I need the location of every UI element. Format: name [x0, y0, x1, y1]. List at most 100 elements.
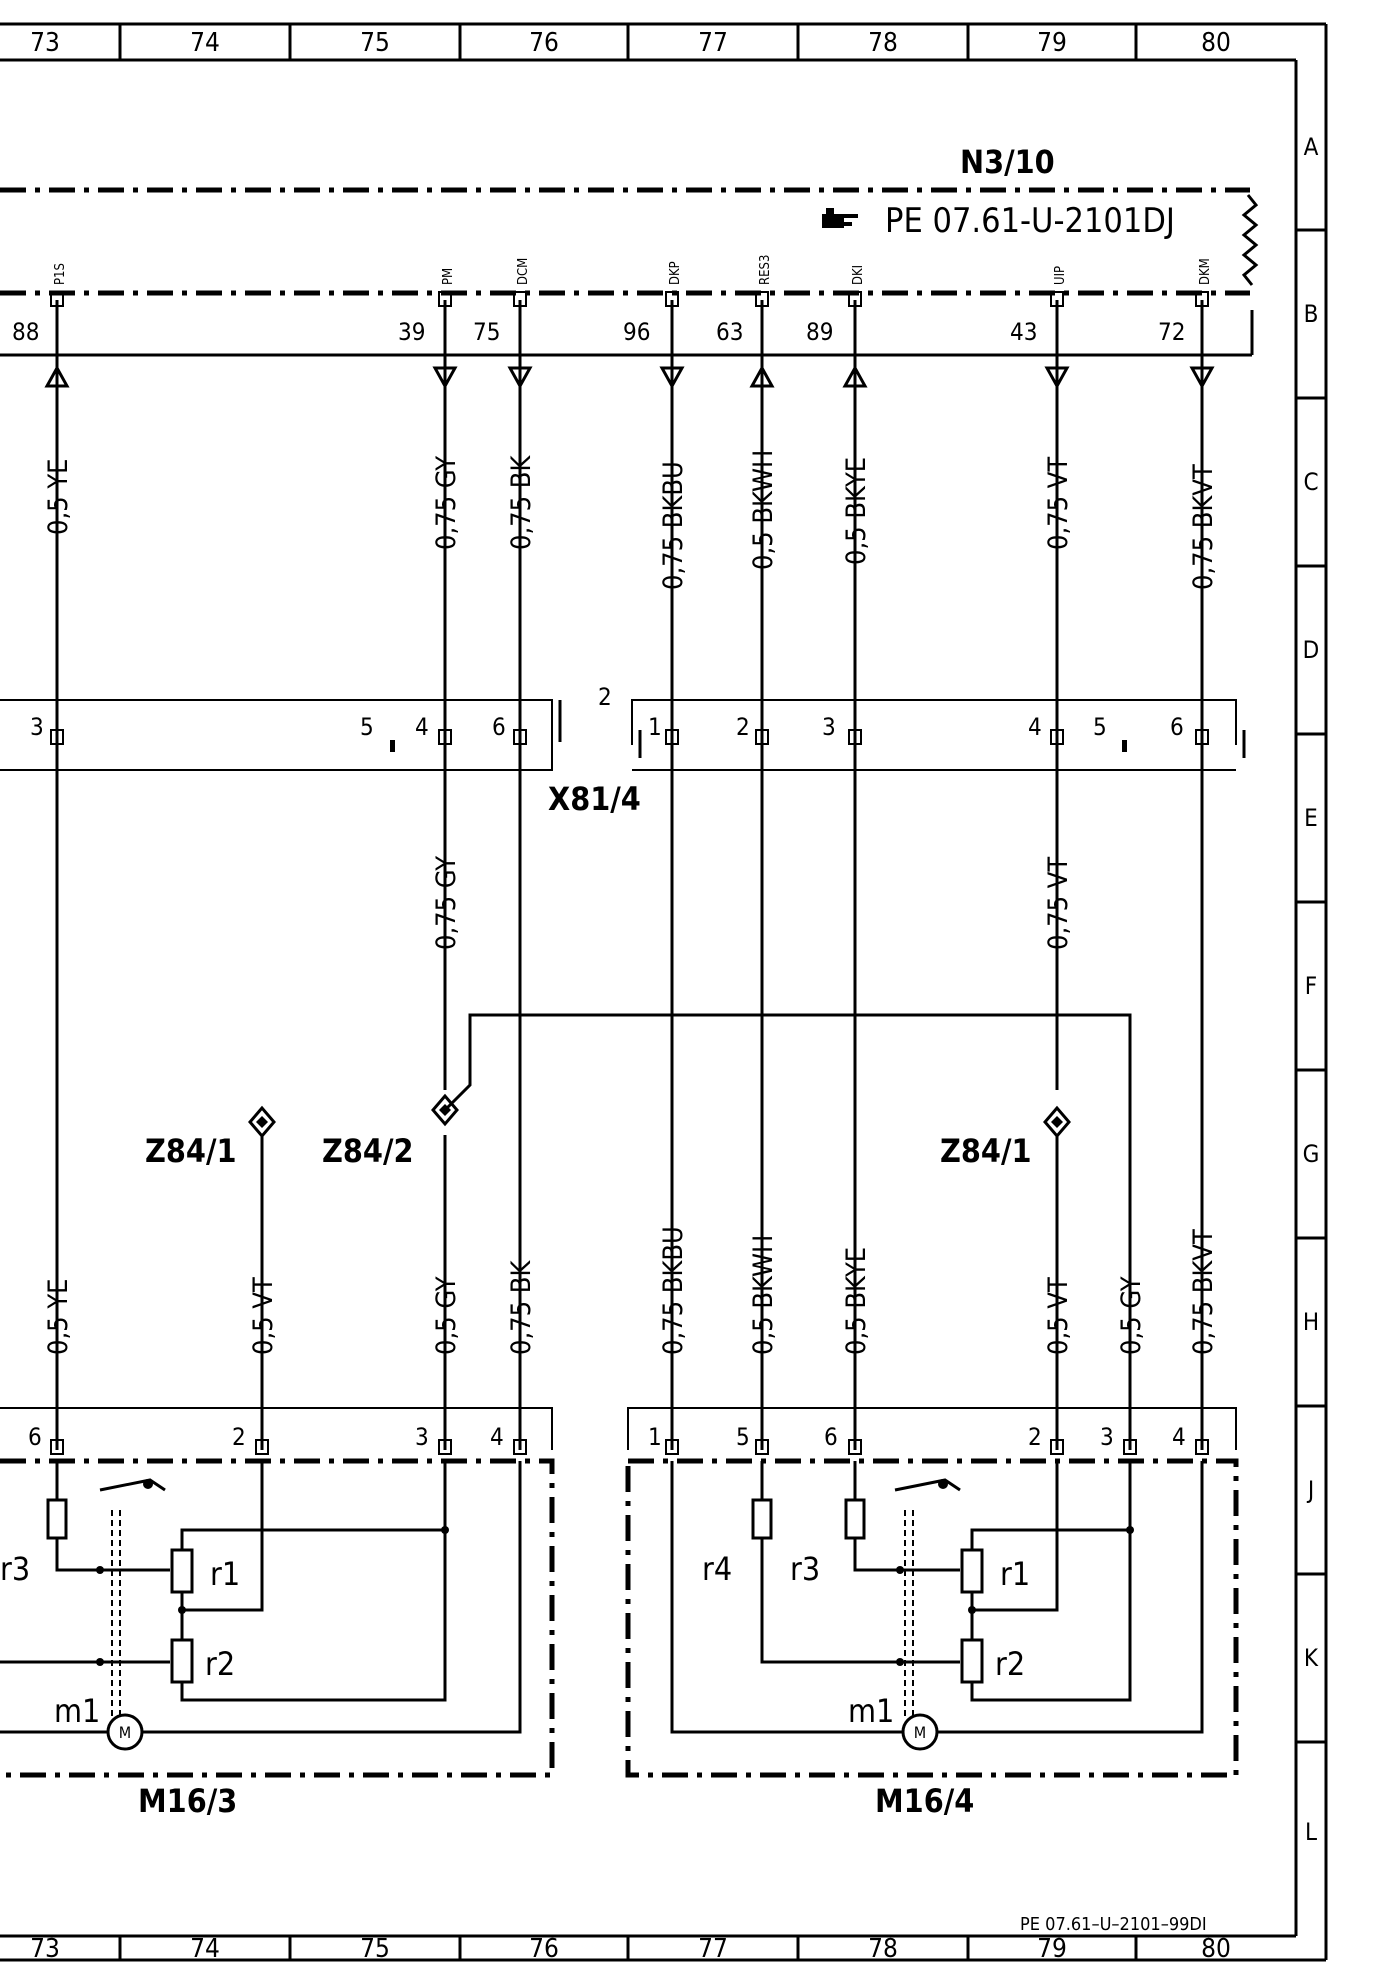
- pin-signal: RES3: [758, 255, 773, 285]
- col-label: 75: [360, 28, 390, 58]
- col-label: 76: [529, 28, 559, 58]
- wire-label: 0,5 YE: [43, 458, 74, 535]
- header-pin: 88 P1S: [12, 263, 70, 388]
- upper-wire-labels: 0,5 YE 0,75 GY 0,75 BK 0,75 BKBU 0,5 BKW…: [43, 450, 1219, 590]
- pin-number: 63: [716, 318, 743, 346]
- pin-number: 75: [473, 318, 500, 346]
- lower-wire-labels: 0,5 YE 0,5 VT 0,5 GY 0,75 BK 0,75 BKBU 0…: [43, 1226, 1219, 1355]
- connector-pin: 2: [736, 713, 750, 741]
- row-label: K: [1304, 1644, 1319, 1672]
- col-label: 80: [1201, 28, 1231, 58]
- actuator-name: M16/4: [875, 1782, 974, 1820]
- component-label: r2: [995, 1645, 1025, 1683]
- actuator-pin: 4: [490, 1423, 504, 1451]
- col-label: 74: [190, 1934, 220, 1964]
- actuator-pin: 5: [736, 1423, 750, 1451]
- wire-label: 0,5 BKWH: [748, 1235, 779, 1355]
- ground-label: Z84/1: [145, 1132, 236, 1170]
- connector-pin: 6: [492, 713, 506, 741]
- header-pin: 89 DKI: [806, 265, 868, 388]
- control-module-n3-10: N3/10 PE 07.61-U-2101DJ: [0, 143, 1259, 357]
- wire-label: 0,5 GY: [431, 1276, 462, 1355]
- wire-label: 0,5 BKYE: [841, 1247, 872, 1355]
- pin-signal: DKI: [851, 265, 866, 285]
- module-name: N3/10: [960, 143, 1055, 181]
- actuator-pin: 4: [1172, 1423, 1186, 1451]
- wire-label: 0,5 BKYE: [841, 457, 872, 565]
- connector-block-label: 2: [598, 683, 612, 711]
- actuator-name: M16/3: [138, 1782, 237, 1820]
- pin-signal: DKP: [668, 261, 683, 285]
- connector-name: X81/4: [548, 780, 641, 818]
- component-label: r2: [205, 1645, 235, 1683]
- row-label: F: [1305, 972, 1317, 1000]
- row-label: C: [1303, 468, 1318, 496]
- col-label: 73: [30, 28, 60, 58]
- actuator-pin: 1: [648, 1423, 662, 1451]
- col-label: 78: [868, 28, 898, 58]
- mid-wire-labels: 0,75 GY 0,75 VT: [431, 856, 1074, 950]
- component-label: r3: [0, 1550, 30, 1588]
- wire-label: 0,75 VT: [1043, 857, 1074, 950]
- connector-pin: 3: [30, 713, 44, 741]
- column-separators: [118, 24, 1138, 1960]
- ground-label: Z84/1: [940, 1132, 1031, 1170]
- connector-pin: 6: [1170, 713, 1184, 741]
- pin-number: 89: [806, 318, 833, 346]
- header-pin: 72 DKM: [1158, 258, 1215, 390]
- row-label: G: [1303, 1140, 1320, 1168]
- connector-pin: 5: [1093, 713, 1107, 741]
- actuator-pin: 2: [232, 1423, 246, 1451]
- throttle-actuator-m16-4: 1 5 6 2 3 4 r4 r3 r1 r2: [625, 1407, 1239, 1820]
- row-label: D: [1303, 636, 1320, 664]
- row-label: L: [1305, 1818, 1317, 1846]
- header-pin: 39 PM: [398, 268, 458, 390]
- actuator-pin: 6: [28, 1423, 42, 1451]
- motor-symbol: M: [119, 1723, 131, 1742]
- header-pin: 43 UIP: [1010, 266, 1070, 390]
- connector-pin: 1: [648, 713, 662, 741]
- wire-label: 0,5 VT: [1043, 1277, 1074, 1355]
- pin-number: 88: [12, 318, 39, 346]
- connector-x81-4: X81/4 2 3 5 4 6 1 2 3 4 5 6: [0, 683, 1246, 818]
- col-label: 77: [698, 28, 728, 58]
- wire-label: 0,75 VT: [1043, 457, 1074, 550]
- break-symbol: [1241, 194, 1259, 286]
- actuator-pin: 2: [1028, 1423, 1042, 1451]
- wire-label: 0,75 BKBU: [658, 1226, 689, 1355]
- column-numbers-bottom: 73 74 75 76 77 78 79 80: [30, 1934, 1231, 1964]
- row-label: B: [1304, 300, 1319, 328]
- wire-label: 0,5 YE: [43, 1278, 74, 1355]
- wire-label: 0,5 GY: [1116, 1276, 1147, 1355]
- row-label: E: [1304, 804, 1318, 832]
- pin-signal: UIP: [1053, 266, 1068, 285]
- connector-pin: 4: [415, 713, 429, 741]
- connector-pin: 4: [1028, 713, 1042, 741]
- col-label: 79: [1037, 28, 1067, 58]
- actuator-pin: 3: [415, 1423, 429, 1451]
- col-label: 80: [1201, 1934, 1231, 1964]
- footer-reference: PE 07.61–U–2101–99DI: [1020, 1914, 1207, 1935]
- throttle-actuator-m16-3: 6 2 3 4 r3 r1 r2 M m1: [0, 1407, 555, 1820]
- pin-number: 43: [1010, 318, 1037, 346]
- header-pin: 75 DCM: [473, 258, 533, 390]
- wire-label: 0,75 BK: [506, 1260, 537, 1355]
- component-label: m1: [848, 1692, 894, 1730]
- wire-label: 0,75 GY: [431, 456, 462, 550]
- wire-label: 0,75 BKVT: [1188, 1229, 1219, 1355]
- row-label: J: [1306, 1476, 1314, 1504]
- col-label: 73: [30, 1934, 60, 1964]
- pin-number: 96: [623, 318, 650, 346]
- ground-label: Z84/2: [322, 1132, 413, 1170]
- pin-signal: DKM: [1198, 258, 1213, 285]
- col-label: 74: [190, 28, 220, 58]
- header-pins: 88 P1S 39 PM 75 DCM 96 DKP 63 RES3: [12, 255, 1215, 390]
- wire-label: 0,75 BK: [506, 455, 537, 550]
- wire-label: 0,5 VT: [248, 1277, 279, 1355]
- header-pin: 96 DKP: [623, 261, 685, 390]
- pin-signal: DCM: [516, 258, 531, 285]
- row-separators: [1296, 228, 1326, 1744]
- ground-point: Z84/1: [145, 1105, 276, 1170]
- ground-points: Z84/1 Z84/2 Z84/1: [145, 1093, 1071, 1170]
